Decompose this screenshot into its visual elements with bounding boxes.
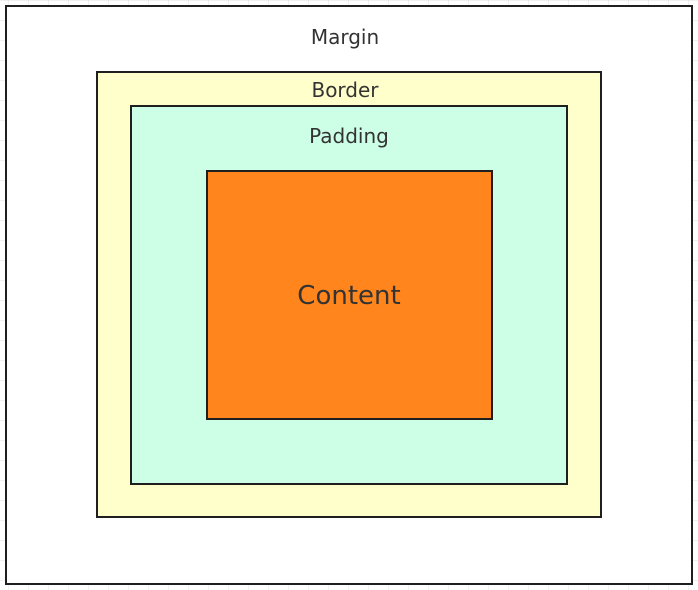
- border-label: Border: [311, 78, 379, 102]
- padding-label: Padding: [309, 124, 389, 148]
- content-label: Content: [297, 281, 401, 311]
- content-box: [206, 170, 493, 420]
- margin-label: Margin: [310, 25, 380, 49]
